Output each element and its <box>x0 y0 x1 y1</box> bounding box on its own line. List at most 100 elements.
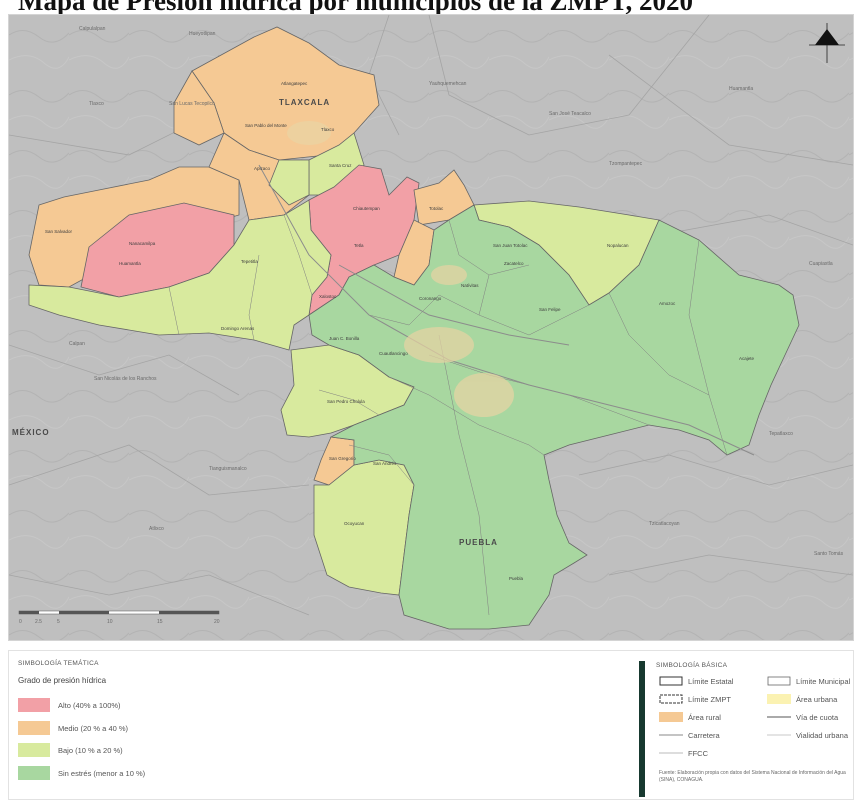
svg-text:Huamantla: Huamantla <box>119 261 141 266</box>
svg-text:Yauhquemehcan: Yauhquemehcan <box>429 81 467 87</box>
svg-text:Xalostoc: Xalostoc <box>319 294 337 299</box>
legend-basica-label: Vía de cuota <box>796 712 839 722</box>
legend-basica: SIMBOLOGÍA BÁSICA Límite Estatal Límite … <box>639 661 853 797</box>
rural-area-icon <box>659 712 683 722</box>
scale-tick: 15 <box>157 619 163 625</box>
legend-swatch <box>18 743 50 757</box>
legend-area-rural: Área rural <box>659 711 721 723</box>
svg-text:Tzicatlacoyan: Tzicatlacoyan <box>649 521 680 527</box>
svg-text:Calpan: Calpan <box>69 341 85 347</box>
legend-basica-label: Área urbana <box>796 694 838 704</box>
legend-item-alto: Alto (40% a 100%) <box>18 698 121 712</box>
svg-text:Tetla: Tetla <box>354 243 364 248</box>
scale-tick: 2.5 <box>35 619 42 625</box>
svg-text:Nanacamilpa: Nanacamilpa <box>129 241 156 246</box>
svg-text:Santa Cruz: Santa Cruz <box>329 163 352 168</box>
legend-basica-label: FFCC <box>688 748 708 758</box>
svg-text:Zacatelco: Zacatelco <box>504 261 524 266</box>
urban-area-icon <box>767 694 791 704</box>
legend-label: Medio (20 % a 40 %) <box>58 723 129 733</box>
scale-tick: 20 <box>214 619 220 625</box>
svg-text:Nopalucan: Nopalucan <box>607 243 629 248</box>
legend-basica-title: SIMBOLOGÍA BÁSICA <box>656 662 728 669</box>
svg-text:Tlaxco: Tlaxco <box>321 127 335 132</box>
legend-item-sin-estres: Sin estrés (menor a 10 %) <box>18 766 145 780</box>
figure-caption: Mapa de Presión hídrica por municipios d… <box>0 0 854 26</box>
legend-label: Alto (40% a 100%) <box>58 700 121 710</box>
svg-text:San Salvador: San Salvador <box>45 229 73 234</box>
highways <box>258 164 755 456</box>
road-icon <box>659 734 683 736</box>
legend-swatch <box>18 721 50 735</box>
legend-label: Sin estrés (menor a 10 %) <box>58 768 146 778</box>
svg-text:San Pedro Cholula: San Pedro Cholula <box>327 399 365 404</box>
legend-basica-label: Límite Estatal <box>688 676 734 686</box>
state-label-mexico: MÉXICO <box>12 428 50 437</box>
legend-vialidad-urbana: Vialidad urbana <box>767 729 848 741</box>
legend-ffcc: FFCC <box>659 747 708 759</box>
svg-text:San Gregorio: San Gregorio <box>329 456 356 461</box>
svg-text:Cuautlancingo: Cuautlancingo <box>379 351 408 356</box>
state-label-tlaxcala: TLAXCALA <box>279 98 330 107</box>
scale-tick: 0 <box>19 619 22 625</box>
legend-divider-bar <box>639 661 645 797</box>
legend-via-cuota: Vía de cuota <box>767 711 838 723</box>
north-arrow-icon <box>809 23 845 63</box>
svg-text:San Nicolás de los Ranchos: San Nicolás de los Ranchos <box>94 376 157 382</box>
svg-text:Coronango: Coronango <box>419 296 442 301</box>
caption-text: Mapa de Presión hídrica por municipios d… <box>18 0 694 16</box>
zmpt-municipalities <box>28 26 800 630</box>
legend-swatch <box>18 698 50 712</box>
railway-icon <box>659 752 683 754</box>
legend-item-medio: Medio (20 % a 40 %) <box>18 721 128 735</box>
state-boundary-icon <box>659 676 683 686</box>
svg-text:Juan C. Bonilla: Juan C. Bonilla <box>329 336 360 341</box>
svg-text:Cuapiaxtla: Cuapiaxtla <box>809 261 833 267</box>
svg-text:San Pablo del Monte: San Pablo del Monte <box>245 123 287 128</box>
svg-text:Natívitas: Natívitas <box>461 283 479 288</box>
svg-text:Huamantla: Huamantla <box>729 86 753 92</box>
legend-area-urbana: Área urbana <box>767 693 837 705</box>
svg-text:San Juan Totolac: San Juan Totolac <box>493 243 528 248</box>
urban-areas <box>287 121 514 417</box>
svg-text:Acajete: Acajete <box>739 356 755 361</box>
svg-text:Apizaco: Apizaco <box>254 166 271 171</box>
legend-basica-label: Carretera <box>688 730 720 740</box>
svg-text:Atlangatepec: Atlangatepec <box>281 81 308 86</box>
legend-swatch <box>18 766 50 780</box>
svg-text:Tlaxco: Tlaxco <box>89 101 104 107</box>
legend-limite-zmpt: Límite ZMPT <box>659 693 731 705</box>
map-frame: Atlangatepec San Pablo del Monte Tlaxco … <box>8 14 854 641</box>
svg-text:Tepetitla: Tepetitla <box>241 259 258 264</box>
toll-road-icon <box>767 716 791 718</box>
scale-tick: 5 <box>57 619 60 625</box>
legend-basica-label: Vialidad urbana <box>796 730 848 740</box>
svg-text:Tepatlaxco: Tepatlaxco <box>769 431 793 437</box>
svg-text:Tianguismanalco: Tianguismanalco <box>209 466 247 472</box>
legend-limite-municipal: Límite Municipal <box>767 675 850 687</box>
svg-text:San José Teacalco: San José Teacalco <box>549 111 591 117</box>
legend-tematica-subtitle: Grado de presión hídrica <box>18 676 107 685</box>
legend-limite-estatal: Límite Estatal <box>659 675 733 687</box>
legend-label: Bajo (10 % a 20 %) <box>58 745 123 755</box>
zmpt-boundary-icon <box>659 694 683 704</box>
svg-text:San Lucas Tecopilco: San Lucas Tecopilco <box>169 101 215 107</box>
svg-text:Amozoc: Amozoc <box>659 301 676 306</box>
municipal-boundary-icon <box>767 676 791 686</box>
svg-text:Atlixco: Atlixco <box>149 526 164 532</box>
legend-basica-label: Límite Municipal <box>796 676 851 686</box>
map-canvas: Atlangatepec San Pablo del Monte Tlaxco … <box>9 15 853 640</box>
svg-text:Santo Tomás: Santo Tomás <box>814 551 844 557</box>
svg-text:Chiautempan: Chiautempan <box>353 206 380 211</box>
scale-tick: 10 <box>107 619 113 625</box>
legend-tematica-title: SIMBOLOGÍA TEMÁTICA <box>18 660 99 667</box>
legend-basica-label: Límite ZMPT <box>688 694 731 704</box>
svg-text:Puebla: Puebla <box>509 576 524 581</box>
legend-item-bajo: Bajo (10 % a 20 %) <box>18 743 123 757</box>
outer-place-labels: Calpulalpan Hueyotlipan Tlaxco San Lucas… <box>69 26 844 557</box>
svg-text:Ocoyucan: Ocoyucan <box>344 521 365 526</box>
svg-text:Domingo Arenas: Domingo Arenas <box>221 326 255 331</box>
legend-panel: SIMBOLOGÍA TEMÁTICA Grado de presión híd… <box>8 650 854 800</box>
svg-text:San Andrés: San Andrés <box>373 461 397 466</box>
legend-carretera: Carretera <box>659 729 720 741</box>
